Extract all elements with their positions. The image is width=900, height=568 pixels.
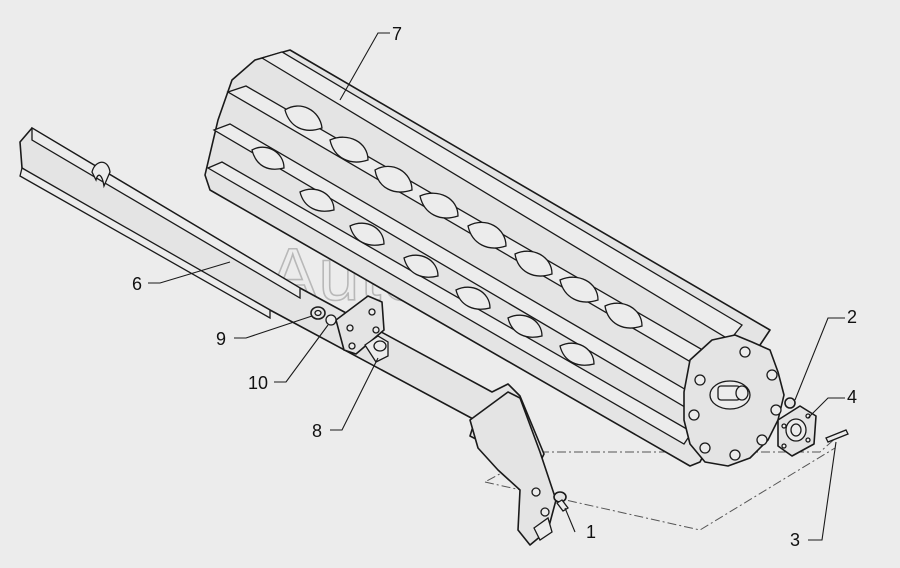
bearing-flange [777, 405, 817, 457]
leader-lines [148, 32, 845, 541]
callout-labels: 1 2 3 4 6 7 8 9 10 [132, 24, 857, 550]
frame-bar [19, 126, 545, 471]
cotter-pin [825, 429, 849, 443]
callout-10: 10 [248, 373, 268, 393]
bolt [553, 491, 569, 512]
small-nut [784, 397, 796, 409]
callout-3: 3 [790, 530, 800, 550]
callout-2: 2 [847, 307, 857, 327]
roller-drum [204, 49, 785, 467]
callout-1: 1 [586, 522, 596, 542]
washer [325, 314, 337, 326]
callout-7: 7 [392, 24, 402, 44]
callout-6: 6 [132, 274, 142, 294]
callout-9: 9 [216, 329, 226, 349]
mounting-bracket [335, 295, 389, 363]
callout-8: 8 [312, 421, 322, 441]
callout-4: 4 [847, 387, 857, 407]
lower-bracket-arm [469, 391, 557, 546]
nut-and-washer [310, 306, 337, 326]
